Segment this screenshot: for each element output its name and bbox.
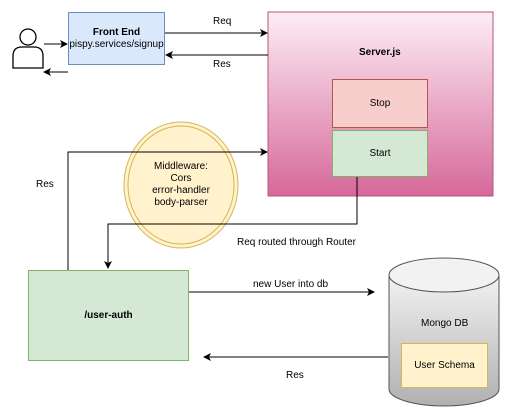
edge-label-res-left: Res [36,179,54,190]
edge-res-left [67,148,268,270]
edge-label-new-user: new User into db [253,279,329,290]
frontend-box: Front End pispy.services/signup [68,12,165,65]
start-label: Start [369,147,391,159]
user-actor-icon [12,28,44,69]
edge-label-req-top: Req [213,16,232,27]
user-auth-box: /user-auth [28,270,189,361]
stop-label: Stop [369,97,391,109]
edge-label-routed: Req routed through Router [237,237,356,248]
middleware-line-1: Middleware: [154,161,208,172]
frontend-title: Front End [92,26,141,38]
middleware-ellipse [123,121,239,249]
edge-label-res-top: Res [213,59,231,70]
server-title: Server.js [359,47,401,58]
stop-box: Stop [332,79,428,128]
frontend-subtitle: pispy.services/signup [69,38,164,50]
mongodb-label: Mongo DB [421,318,469,329]
edge-routed [104,177,358,269]
start-box: Start [332,130,428,177]
middleware-line-2: Cors [170,173,192,184]
middleware-line-3: error-handler [152,185,210,196]
user-schema-box: User Schema [401,343,488,388]
user-schema-label: User Schema [414,359,475,371]
edge-label-res-bottom: Res [286,370,304,381]
user-auth-label: /user-auth [84,309,133,321]
middleware-line-4: body-parser [154,197,208,208]
middleware-text: Middleware: Cors error-handler body-pars… [130,150,232,220]
